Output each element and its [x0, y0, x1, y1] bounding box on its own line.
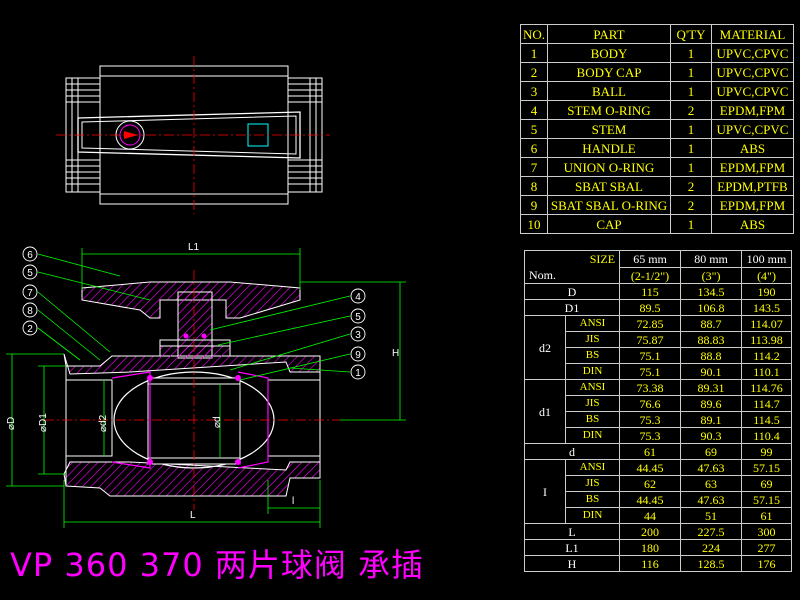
svg-text:5: 5	[27, 268, 33, 279]
balloon-4	[350, 288, 366, 304]
header-part: PART	[547, 24, 671, 44]
drawing-title: VP 360 370 两片球阀 承插	[10, 546, 425, 584]
header-material: MATERIAL	[711, 24, 794, 44]
svg-text:9: 9	[355, 350, 361, 361]
socket-right	[267, 379, 321, 457]
dim-H: H	[392, 348, 399, 359]
balloon-3	[350, 326, 366, 342]
dim-l: l	[292, 496, 294, 507]
section-view	[44, 270, 340, 510]
balloon-7	[22, 284, 38, 300]
svg-text:6: 6	[27, 250, 33, 261]
parts-table-header: NO. PART Q'TY MATERIAL	[520, 24, 794, 44]
part-balloons	[22, 246, 366, 380]
dim-L: L	[190, 510, 196, 521]
leader-lines	[37, 253, 351, 381]
nom-label: Nom.	[529, 268, 556, 282]
size-65: 65 mm	[619, 250, 682, 268]
svg-text:4: 4	[355, 292, 361, 303]
valve-drawing: 6 5 7 8 2 4 5 3 9 1 L1 L l H ⌀D ⌀D1 ⌀d2 …	[6, 56, 406, 528]
dim-d: ⌀d	[212, 416, 223, 428]
top-view	[56, 56, 330, 214]
dim-d2: ⌀d2	[98, 414, 109, 432]
socket-left	[65, 379, 113, 457]
upper-body	[63, 345, 321, 375]
dim-L1: L1	[188, 242, 200, 253]
handle-outline	[77, 111, 301, 159]
balloon-2	[22, 320, 38, 336]
svg-text:8: 8	[27, 306, 33, 317]
svg-text:3: 3	[355, 330, 361, 341]
size-80: 80 mm	[680, 250, 743, 268]
size-nom-cell: SIZE Nom.	[523, 250, 621, 284]
lower-body	[63, 461, 321, 497]
svg-text:5: 5	[355, 312, 361, 323]
body-outline	[99, 65, 289, 205]
header-qty: Q'TY	[670, 24, 712, 44]
dim-D: ⌀D	[6, 417, 17, 430]
balloon-1	[350, 364, 366, 380]
header-no: NO.	[520, 24, 548, 44]
dimensions-table: SIZE Nom. 65 mm 80 mm 100 mm (2-1/2") (3…	[523, 250, 792, 572]
size-label: SIZE	[589, 252, 616, 266]
dimension-labels: L1 L l H ⌀D ⌀D1 ⌀d2 ⌀d	[6, 242, 399, 521]
svg-text:1: 1	[355, 368, 361, 379]
dimension-lines	[6, 248, 406, 528]
balloon-6a	[22, 246, 38, 262]
size-100: 100 mm	[741, 250, 792, 268]
balloon-9	[350, 346, 366, 362]
balloon-5b	[350, 308, 366, 324]
balloon-labels: 6 5 7 8 2 4 5 3 9 1	[27, 250, 361, 379]
balloon-5a	[22, 264, 38, 280]
balloon-8	[22, 302, 38, 318]
spec-header-row: SIZE Nom. 65 mm 80 mm 100 mm	[523, 250, 792, 284]
dim-D1: ⌀D1	[38, 413, 49, 432]
svg-text:7: 7	[27, 288, 33, 299]
svg-text:2: 2	[27, 324, 33, 335]
